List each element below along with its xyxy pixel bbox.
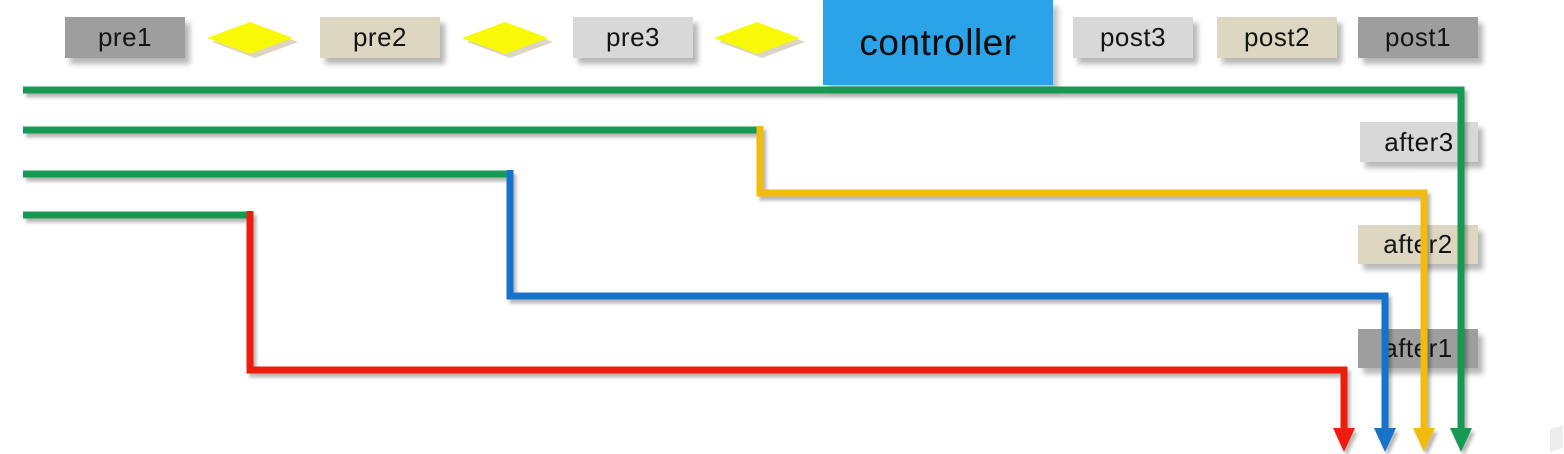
node-after1: after1 [1358, 329, 1478, 368]
node-post2: post2 [1217, 17, 1337, 58]
node-pre2: pre2 [320, 17, 440, 58]
arrow-down-blue-icon [1374, 428, 1396, 452]
flow-line-green-full [23, 86, 1465, 430]
diamond-shape [207, 22, 293, 54]
node-post3: post3 [1073, 17, 1193, 58]
arrow-down-red-icon [1333, 428, 1355, 452]
watermark-artifact [1550, 424, 1563, 453]
diamond-shape [462, 22, 548, 54]
decision-diamond-icon-2 [462, 22, 553, 58]
flow-line-yellow [756, 126, 1428, 430]
node-post1: post1 [1358, 17, 1478, 58]
decision-diamond-icon-1 [207, 22, 298, 58]
diamond-shape [714, 22, 800, 54]
flow-line-blue [506, 170, 1389, 430]
node-pre3: pre3 [573, 17, 693, 58]
node-after2: after2 [1358, 225, 1478, 264]
flow-line-red [246, 211, 1348, 430]
node-pre1: pre1 [65, 17, 185, 58]
decision-diamond-icon-3 [714, 22, 805, 58]
node-after3: after3 [1360, 122, 1478, 162]
arrow-down-green-icon [1450, 428, 1472, 452]
arrow-down-yellow-icon [1413, 428, 1435, 452]
node-controller: controller [823, 0, 1053, 85]
